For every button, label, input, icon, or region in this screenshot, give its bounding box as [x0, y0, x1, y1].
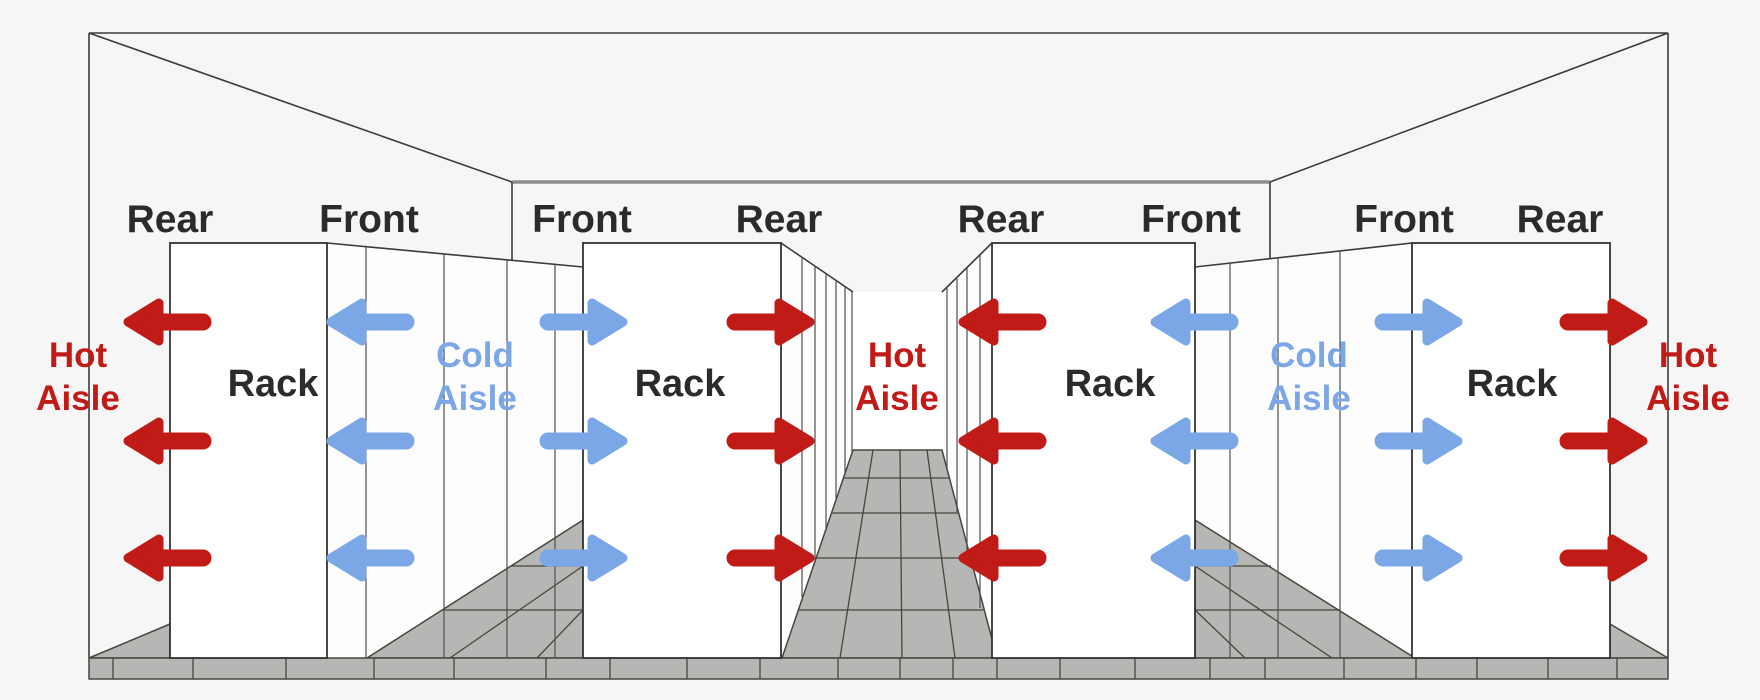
- rack-4-rear-label: Rear: [1517, 198, 1604, 241]
- hot-aisle-label-left: Hot Aisle: [36, 336, 120, 418]
- cold-aisle-label-right: Cold Aisle: [1267, 336, 1351, 418]
- svg-text:Aisle: Aisle: [433, 379, 517, 418]
- rack-2-front-label: Front: [532, 198, 632, 241]
- svg-text:Aisle: Aisle: [855, 379, 939, 418]
- svg-text:Hot: Hot: [49, 336, 108, 375]
- hot-aisle-far-end: [853, 292, 942, 450]
- aisle-floors: [88, 449, 1669, 680]
- rack-2-label: Rack: [635, 363, 727, 405]
- svg-text:Aisle: Aisle: [36, 379, 120, 418]
- rack-3-label: Rack: [1065, 363, 1157, 405]
- rack-2-rear-label: Rear: [736, 198, 823, 241]
- svg-text:Cold: Cold: [436, 336, 514, 375]
- svg-text:Cold: Cold: [1270, 336, 1348, 375]
- rack-3-face: [991, 242, 1196, 659]
- svg-text:Aisle: Aisle: [1646, 379, 1730, 418]
- svg-text:Aisle: Aisle: [1267, 379, 1351, 418]
- room-outline: [88, 32, 1669, 658]
- rack-3-front-label: Front: [1141, 198, 1241, 241]
- rack-1-face: [169, 242, 328, 659]
- rack-1-front-label: Front: [319, 198, 419, 241]
- rack-4-front-label: Front: [1354, 198, 1454, 241]
- rack-1-rear-label: Rear: [127, 198, 214, 241]
- svg-text:Hot: Hot: [868, 336, 927, 375]
- ceiling-edge-right: [1269, 32, 1669, 183]
- rack-1-label: Rack: [228, 363, 320, 405]
- hot-aisle-label-center: Hot Aisle: [855, 336, 939, 418]
- rack-3-rear-label: Rear: [958, 198, 1045, 241]
- cold-aisle-label-left: Cold Aisle: [433, 336, 517, 418]
- svg-text:Hot: Hot: [1659, 336, 1718, 375]
- front-floor-strip: [88, 657, 1669, 680]
- hot-aisle-label-right: Hot Aisle: [1646, 336, 1730, 418]
- ceiling-edge-left: [88, 32, 513, 183]
- rack-4-label: Rack: [1467, 363, 1559, 405]
